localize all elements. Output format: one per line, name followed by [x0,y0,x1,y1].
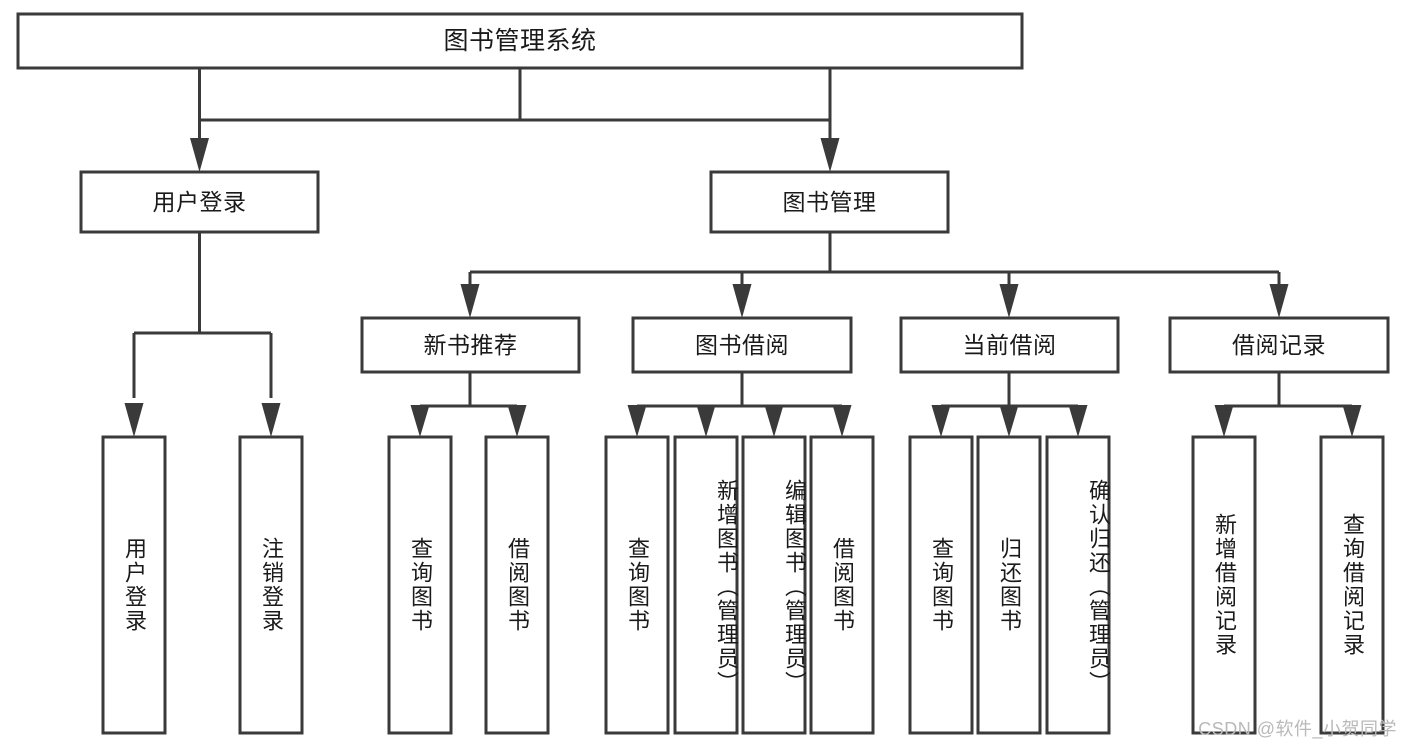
node-book-borrow[interactable] [631,316,853,374]
connector-borrow-record-bus [1222,372,1354,412]
arrowhead-leaf-return-book [999,405,1019,437]
arrowhead-user-login [190,138,209,172]
arrowhead-leaf-user-login [124,403,144,437]
arrowhead-current-borrow [999,284,1019,318]
arrowhead-leaf-borrow-book-2 [832,405,852,437]
node-leaf-query-book-1[interactable] [387,435,453,735]
node-root-book-management-system[interactable] [16,12,1024,70]
node-leaf-query-book-3[interactable] [908,435,974,735]
csdn-watermark: CSDN @软件_小贺同学 [1198,719,1397,739]
node-leaf-query-record[interactable] [1319,435,1385,735]
arrowhead-book-borrow [732,284,752,318]
arrowhead-new-book-recommend [460,284,480,318]
arrowhead-borrow-record [1269,284,1289,318]
arrowhead-leaf-add-book [696,405,716,437]
arrowhead-leaf-edit-book [764,405,784,437]
arrowhead-leaf-borrow-book-1 [507,405,527,437]
node-new-book-recommend[interactable] [360,316,581,374]
connector-book-management-bus [468,232,1281,285]
connector-new-book-recommend-bus [418,372,519,412]
node-leaf-borrow-book-2[interactable] [809,435,875,735]
arrowhead-leaf-confirm-return [1068,405,1088,437]
connector-book-borrow-bus [635,372,844,412]
arrowhead-leaf-query-book-1 [410,405,430,437]
arrowhead-leaf-logout-login [261,403,281,437]
node-leaf-return-book[interactable] [976,435,1042,735]
node-leaf-add-record[interactable] [1191,435,1257,735]
connector-user-login-bus [132,232,273,398]
node-leaf-query-book-2[interactable] [604,435,670,735]
arrowhead-leaf-query-book-2 [627,405,647,437]
node-current-borrow[interactable] [899,316,1120,374]
arrowhead-leaf-query-record [1342,405,1362,437]
connector-root-stem [198,68,832,122]
arrowhead-leaf-query-book-3 [931,405,951,437]
node-leaf-edit-book[interactable] [741,435,807,735]
arrowhead-book-management [820,138,840,172]
node-leaf-add-book[interactable] [673,435,739,735]
node-leaf-user-login[interactable] [101,435,167,735]
arrowhead-leaf-add-record [1214,405,1234,437]
node-leaf-confirm-return[interactable] [1045,435,1111,735]
node-user-login[interactable] [79,170,320,234]
node-leaf-logout-login[interactable] [238,435,304,735]
node-book-management[interactable] [709,170,950,234]
node-borrow-record[interactable] [1168,316,1390,374]
node-leaf-borrow-book-1[interactable] [484,435,550,735]
